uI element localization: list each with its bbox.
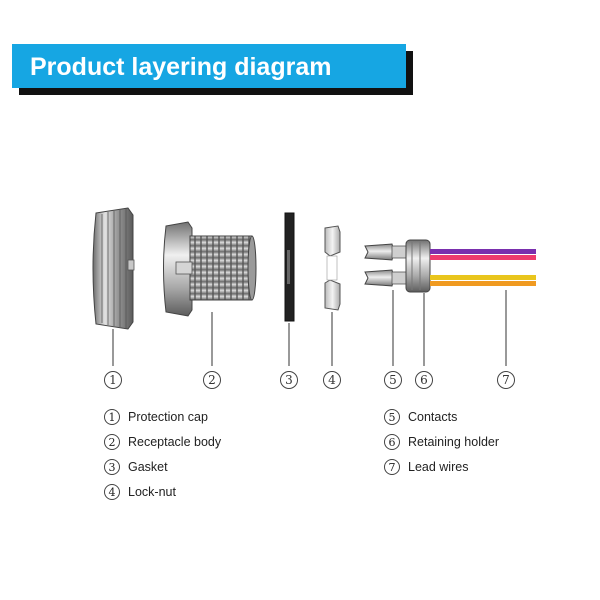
legend-label: Receptacle body <box>128 435 222 449</box>
callout-4: 4 <box>323 371 341 389</box>
legend-item-protection-cap: 1 Protection cap <box>104 409 208 425</box>
wire-pink <box>430 255 536 260</box>
legend-number: 2 <box>104 434 120 450</box>
callout-3: 3 <box>280 371 298 389</box>
retaining-holder <box>405 239 431 293</box>
legend-label: Lead wires <box>408 460 469 474</box>
legend-number: 4 <box>104 484 120 500</box>
lock-nut <box>324 225 341 311</box>
wire-orange <box>430 281 536 286</box>
legend-label: Lock-nut <box>128 485 176 499</box>
legend-label: Retaining holder <box>408 435 500 449</box>
receptacle-body <box>163 221 257 317</box>
callout-7: 7 <box>497 371 515 389</box>
legend-number: 7 <box>384 459 400 475</box>
page-title: Product layering diagram <box>30 53 332 81</box>
legend-number: 3 <box>104 459 120 475</box>
callout-2: 2 <box>203 371 221 389</box>
callout-1: 1 <box>104 371 122 389</box>
contacts <box>364 243 407 287</box>
legend-number: 1 <box>104 409 120 425</box>
legend-item-gasket: 3 Gasket <box>104 459 168 475</box>
legend-item-receptacle-body: 2 Receptacle body <box>104 434 221 450</box>
protection-cap <box>92 207 135 330</box>
lead-wires <box>430 249 536 286</box>
legend-label: Gasket <box>128 460 168 474</box>
leader-lines <box>112 290 507 366</box>
callout-6: 6 <box>415 371 433 389</box>
gasket <box>284 212 295 322</box>
wire-purple <box>430 249 536 254</box>
wire-yellow <box>430 275 536 280</box>
title-banner <box>12 44 406 88</box>
legend-item-retaining-holder: 6 Retaining holder <box>384 434 499 450</box>
legend-item-lock-nut: 4 Lock-nut <box>104 484 176 500</box>
legend-item-lead-wires: 7 Lead wires <box>384 459 468 475</box>
legend-number: 5 <box>384 409 400 425</box>
legend-label: Protection cap <box>128 410 208 424</box>
legend-label: Contacts <box>408 410 458 424</box>
legend-number: 6 <box>384 434 400 450</box>
legend-item-contacts: 5 Contacts <box>384 409 457 425</box>
callout-5: 5 <box>384 371 402 389</box>
